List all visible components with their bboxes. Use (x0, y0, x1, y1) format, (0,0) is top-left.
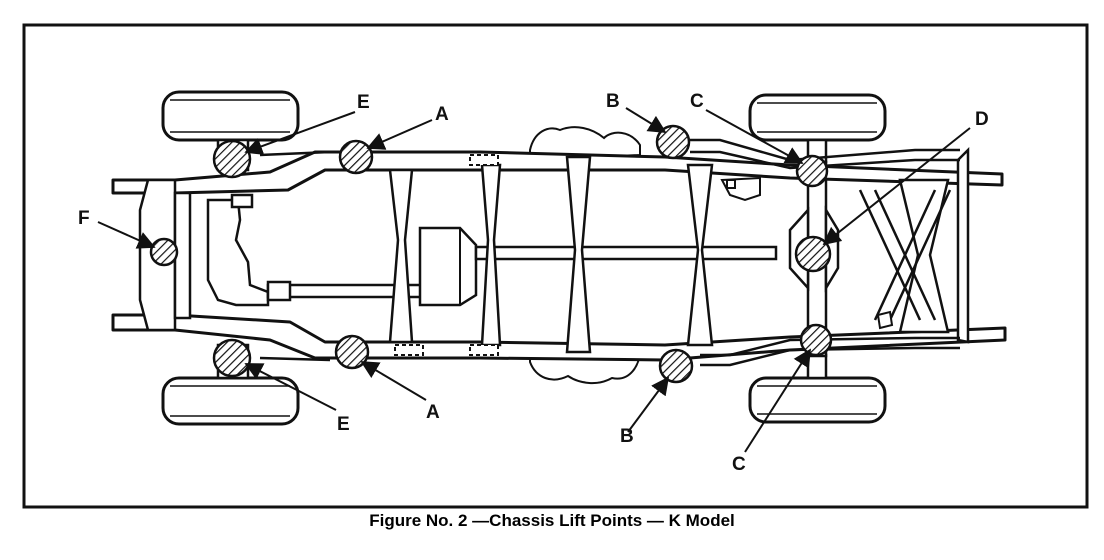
front-right-wheel (161, 376, 300, 426)
lift-point-markers (149, 124, 833, 384)
rear-braces (858, 189, 952, 321)
lift-point-a-upper (338, 139, 374, 175)
label-a-lower: A (426, 402, 440, 423)
arrow-c-lower (744, 348, 811, 453)
front-driveshaft (266, 280, 440, 302)
arrow-e-upper (244, 111, 356, 155)
label-c-lower: C (732, 454, 746, 475)
leader-arrows (97, 107, 971, 453)
crossmembers (388, 146, 970, 354)
transfer-case (418, 226, 478, 307)
rear-right-wheel (748, 376, 887, 424)
lift-point-e-lower (212, 338, 252, 378)
lift-point-a-lower (334, 334, 370, 370)
front-differential (206, 193, 270, 307)
arrow-a-lower (360, 361, 427, 401)
arrow-f (97, 221, 156, 249)
label-f: F (78, 208, 90, 229)
lift-point-d (794, 235, 832, 273)
lift-point-f (149, 237, 179, 267)
rear-left-wheel (748, 93, 887, 142)
arrow-a-upper (366, 119, 433, 150)
lift-point-e-upper (212, 139, 252, 179)
arrow-d (822, 127, 971, 246)
figure-caption: Figure No. 2 —Chassis Lift Points — K Mo… (369, 511, 735, 530)
figure-border (22, 23, 1089, 509)
label-e-lower: E (337, 414, 350, 435)
label-c-upper: C (690, 91, 704, 112)
front-left-wheel (161, 90, 300, 142)
arrow-b-lower (627, 376, 670, 433)
label-d: D (975, 109, 989, 130)
lift-point-c-upper (795, 154, 829, 188)
arrow-e-lower (244, 363, 337, 411)
body-outline-upper (529, 126, 641, 162)
chassis-diagram: E A B C D F E A B C (22, 23, 1089, 509)
lift-point-c-lower (799, 323, 833, 357)
label-b-upper: B (606, 91, 620, 112)
label-e-upper: E (357, 92, 370, 113)
arrow-c-upper (705, 109, 804, 164)
arrow-b-upper (625, 107, 667, 133)
frame-details (394, 154, 894, 356)
rear-driveshaft (474, 245, 778, 261)
lift-point-b-lower (658, 348, 694, 384)
label-a-upper: A (435, 104, 449, 125)
label-b-lower: B (620, 426, 634, 447)
lift-point-b-upper (655, 124, 691, 160)
